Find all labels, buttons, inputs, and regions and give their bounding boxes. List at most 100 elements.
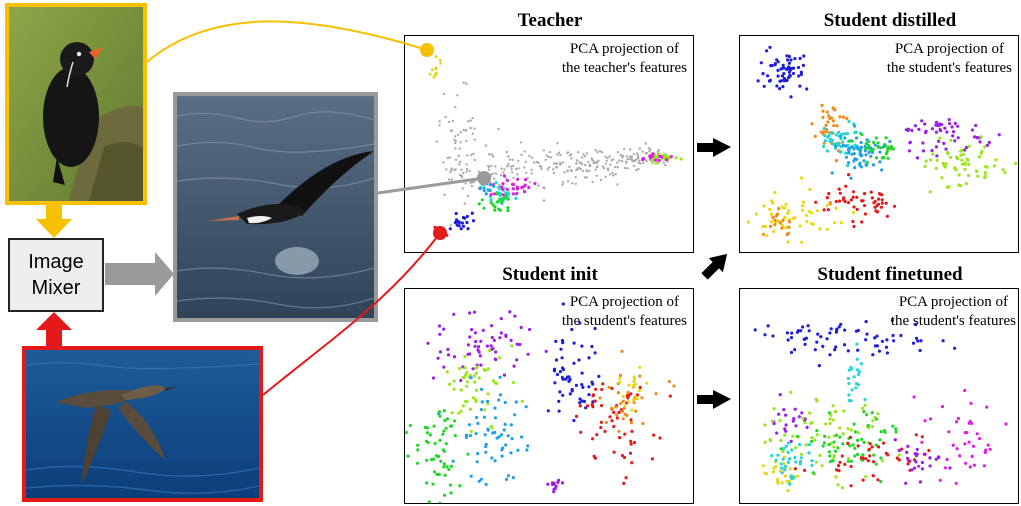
scatter-point — [907, 127, 911, 131]
scatter-point — [442, 327, 446, 331]
scatter-point — [920, 467, 924, 471]
scatter-point — [511, 171, 514, 174]
scatter-point — [850, 367, 854, 371]
scatter-point — [789, 66, 793, 70]
scatter-point — [469, 181, 472, 185]
scatter-point — [834, 159, 838, 163]
scatter-point — [825, 337, 829, 341]
scatter-point — [526, 352, 530, 356]
scatter-point — [865, 147, 869, 151]
scatter-point — [774, 458, 778, 462]
scatter-point — [849, 428, 853, 432]
scatter-point — [443, 418, 447, 423]
scatter-point — [789, 350, 794, 355]
scatter-point — [524, 160, 528, 164]
scatter-point — [616, 161, 619, 164]
scatter-point — [580, 383, 584, 387]
scatter-point — [629, 421, 633, 425]
scatter-point — [595, 433, 599, 437]
scatter-point — [779, 438, 783, 443]
scatter-point — [851, 219, 855, 224]
scatter-point — [849, 198, 853, 202]
scatter-point — [852, 422, 856, 426]
scatter-point — [415, 461, 420, 465]
scatter-point — [511, 158, 514, 162]
scatter-point — [436, 230, 440, 234]
scatter-point — [585, 152, 589, 155]
scatter-point — [489, 424, 493, 428]
scatter-point — [439, 61, 443, 65]
scatter-point — [530, 172, 533, 175]
scatter-point — [427, 500, 431, 503]
scatter-point — [862, 410, 866, 414]
scatter-point — [963, 388, 967, 393]
scatter-point — [513, 314, 517, 318]
scatter-point — [570, 153, 573, 156]
scatter-point — [837, 187, 841, 191]
scatter-point — [927, 448, 931, 453]
scatter-point — [502, 196, 507, 200]
scatter-point — [469, 119, 472, 122]
scatter-point — [477, 170, 481, 173]
scatter-point — [498, 197, 502, 201]
scatter-point — [494, 165, 497, 168]
scatter-point — [832, 440, 836, 444]
scatter-point — [784, 423, 788, 427]
scatter-point — [821, 115, 825, 120]
scatter-point — [453, 434, 457, 438]
scatter-point — [915, 447, 919, 451]
scatter-point — [546, 482, 550, 486]
scatter-point — [934, 166, 938, 170]
scatter-point — [549, 156, 553, 159]
scatter-point — [520, 185, 524, 190]
scatter-point — [547, 155, 550, 159]
scatter-point — [796, 65, 801, 70]
scatter-point — [861, 453, 865, 457]
scatter-point — [479, 408, 483, 412]
scatter-point — [618, 373, 623, 377]
scatter-point — [888, 139, 892, 144]
scatter-point — [621, 399, 625, 403]
student-finetuned-title: Student finetuned — [817, 264, 963, 285]
scatter-point — [445, 370, 449, 374]
scatter-point — [433, 225, 437, 229]
scatter-point — [473, 331, 478, 335]
scatter-point — [431, 482, 435, 486]
scatter-point — [555, 166, 559, 169]
scatter-point — [452, 355, 457, 359]
scatter-point — [859, 141, 863, 145]
scatter-point — [941, 339, 945, 343]
scatter-point — [435, 140, 438, 143]
scatter-point — [485, 182, 489, 186]
scatter-point — [982, 464, 986, 468]
scatter-point — [609, 163, 612, 166]
scatter-point — [894, 427, 898, 431]
scatter-point — [918, 348, 922, 353]
scatter-point — [459, 388, 463, 392]
scatter-point — [519, 325, 523, 330]
scatter-point — [556, 153, 559, 156]
scatter-point — [963, 167, 967, 171]
scatter-point — [900, 447, 904, 451]
scatter-point — [492, 177, 496, 180]
scatter-point — [604, 162, 607, 165]
scatter-point — [552, 168, 555, 171]
scatter-point — [425, 481, 429, 485]
scatter-point — [870, 196, 874, 200]
scatter-point — [626, 157, 629, 161]
scatter-point — [591, 437, 595, 441]
scatter-point — [906, 444, 910, 448]
scatter-point — [970, 128, 974, 132]
scatter-point — [960, 148, 964, 152]
scatter-point — [879, 430, 883, 434]
scatter-point — [578, 404, 582, 408]
scatter-point — [456, 94, 459, 97]
scatter-point — [957, 173, 961, 177]
init-caption-line2: the student's features — [561, 313, 687, 329]
scatter-point — [619, 153, 622, 157]
scatter-point — [554, 358, 559, 362]
scatter-point — [883, 144, 888, 148]
scatter-point — [780, 226, 784, 230]
scatter-point — [975, 169, 979, 174]
scatter-point — [442, 409, 446, 413]
